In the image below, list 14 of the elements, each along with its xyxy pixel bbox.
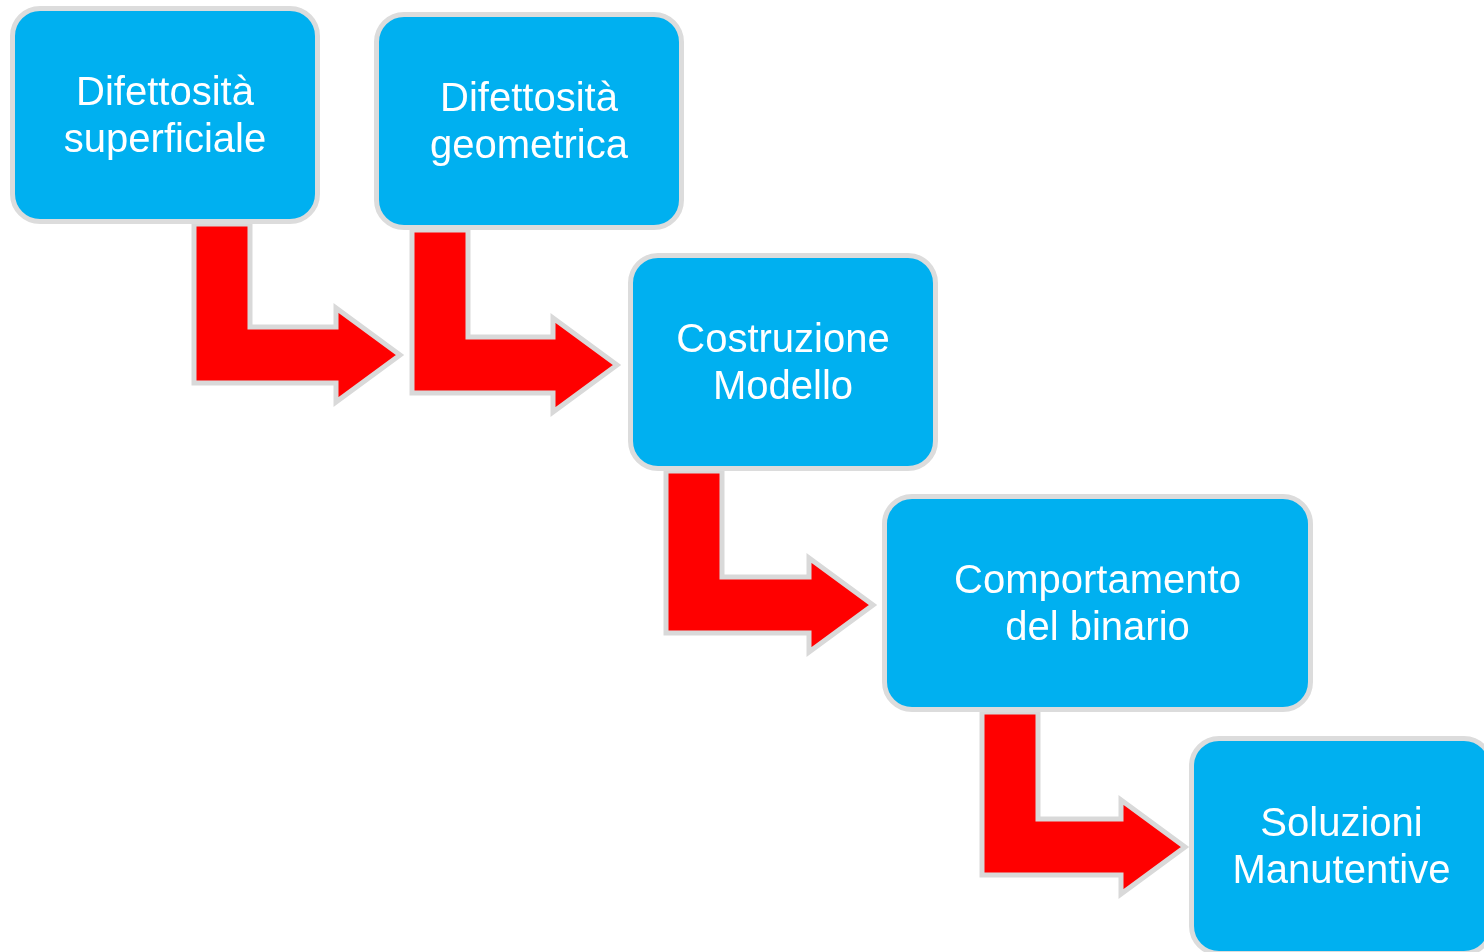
elbow-arrow: [663, 468, 878, 657]
process-box: [1189, 736, 1484, 952]
box-label: Difettosità superficiale: [62, 68, 268, 162]
process-box: [374, 12, 684, 230]
elbow-arrow: [979, 709, 1190, 899]
process-box: [10, 6, 320, 224]
elbow-arrow: [191, 221, 405, 407]
box-label: Costruzione Modello: [675, 315, 891, 409]
elbow-arrow: [409, 227, 622, 417]
box-label: Difettosità geometrica: [429, 74, 629, 168]
process-box: [628, 253, 938, 471]
box-label: Soluzioni Manutentive: [1231, 799, 1452, 893]
box-label: Comportamento del binario: [953, 556, 1242, 650]
process-box: [882, 494, 1313, 712]
